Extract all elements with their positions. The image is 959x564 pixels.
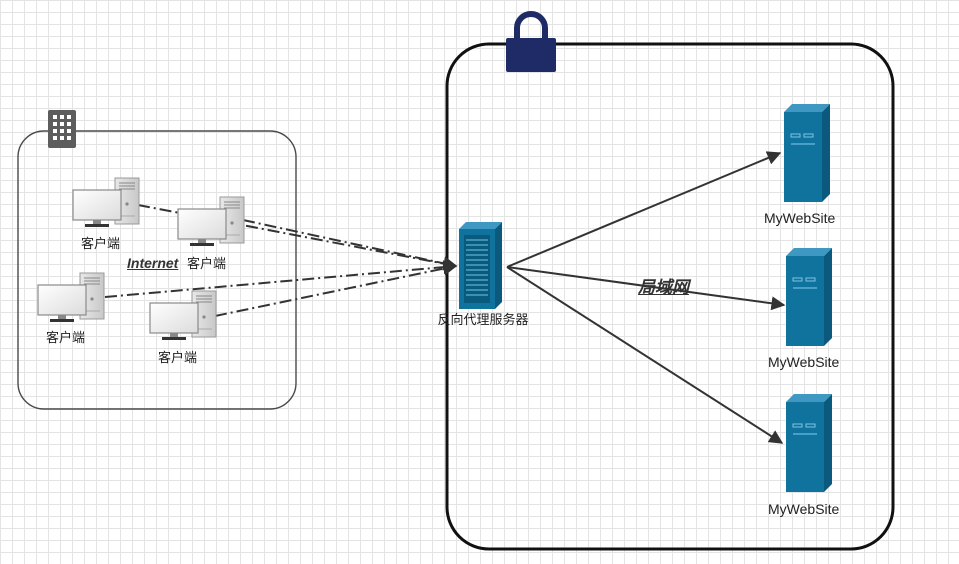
client-label-2: 客户端 bbox=[187, 257, 227, 272]
rack-server-icon bbox=[459, 222, 502, 309]
site-server-icon-3 bbox=[785, 393, 833, 493]
lan-group-box bbox=[445, 42, 895, 551]
building-icon bbox=[48, 110, 76, 148]
site-server-icon-1 bbox=[783, 103, 831, 203]
lan-connectors bbox=[506, 151, 786, 444]
site-label-1: MyWebSite bbox=[764, 210, 836, 226]
client-label-4: 客户端 bbox=[158, 351, 198, 366]
site-server-icon-2 bbox=[785, 247, 833, 347]
site-1-connector bbox=[506, 151, 782, 268]
lan-label: 局域网 bbox=[638, 278, 689, 297]
site-label-3: MyWebSite bbox=[768, 501, 840, 517]
site-3-connector bbox=[506, 266, 784, 444]
site-label-2: MyWebSite bbox=[768, 354, 840, 370]
client-label-3: 客户端 bbox=[46, 331, 86, 346]
client-computer-icon-4 bbox=[149, 290, 217, 341]
lock-icon bbox=[506, 11, 556, 72]
internet-group-box bbox=[17, 130, 297, 410]
internet-label: Internet bbox=[127, 255, 179, 271]
proxy-label: 反向代理服务器 bbox=[437, 313, 529, 328]
client-3-connector bbox=[104, 260, 458, 298]
client-2-connector bbox=[242, 219, 458, 271]
client-computer-icon-1 bbox=[72, 177, 140, 228]
client-label-1: 客户端 bbox=[81, 237, 121, 252]
client-computer-icon-3 bbox=[37, 272, 105, 323]
site-2-connector bbox=[506, 266, 786, 311]
client-computer-icon-2 bbox=[177, 196, 245, 247]
client-4-connector bbox=[214, 261, 458, 317]
